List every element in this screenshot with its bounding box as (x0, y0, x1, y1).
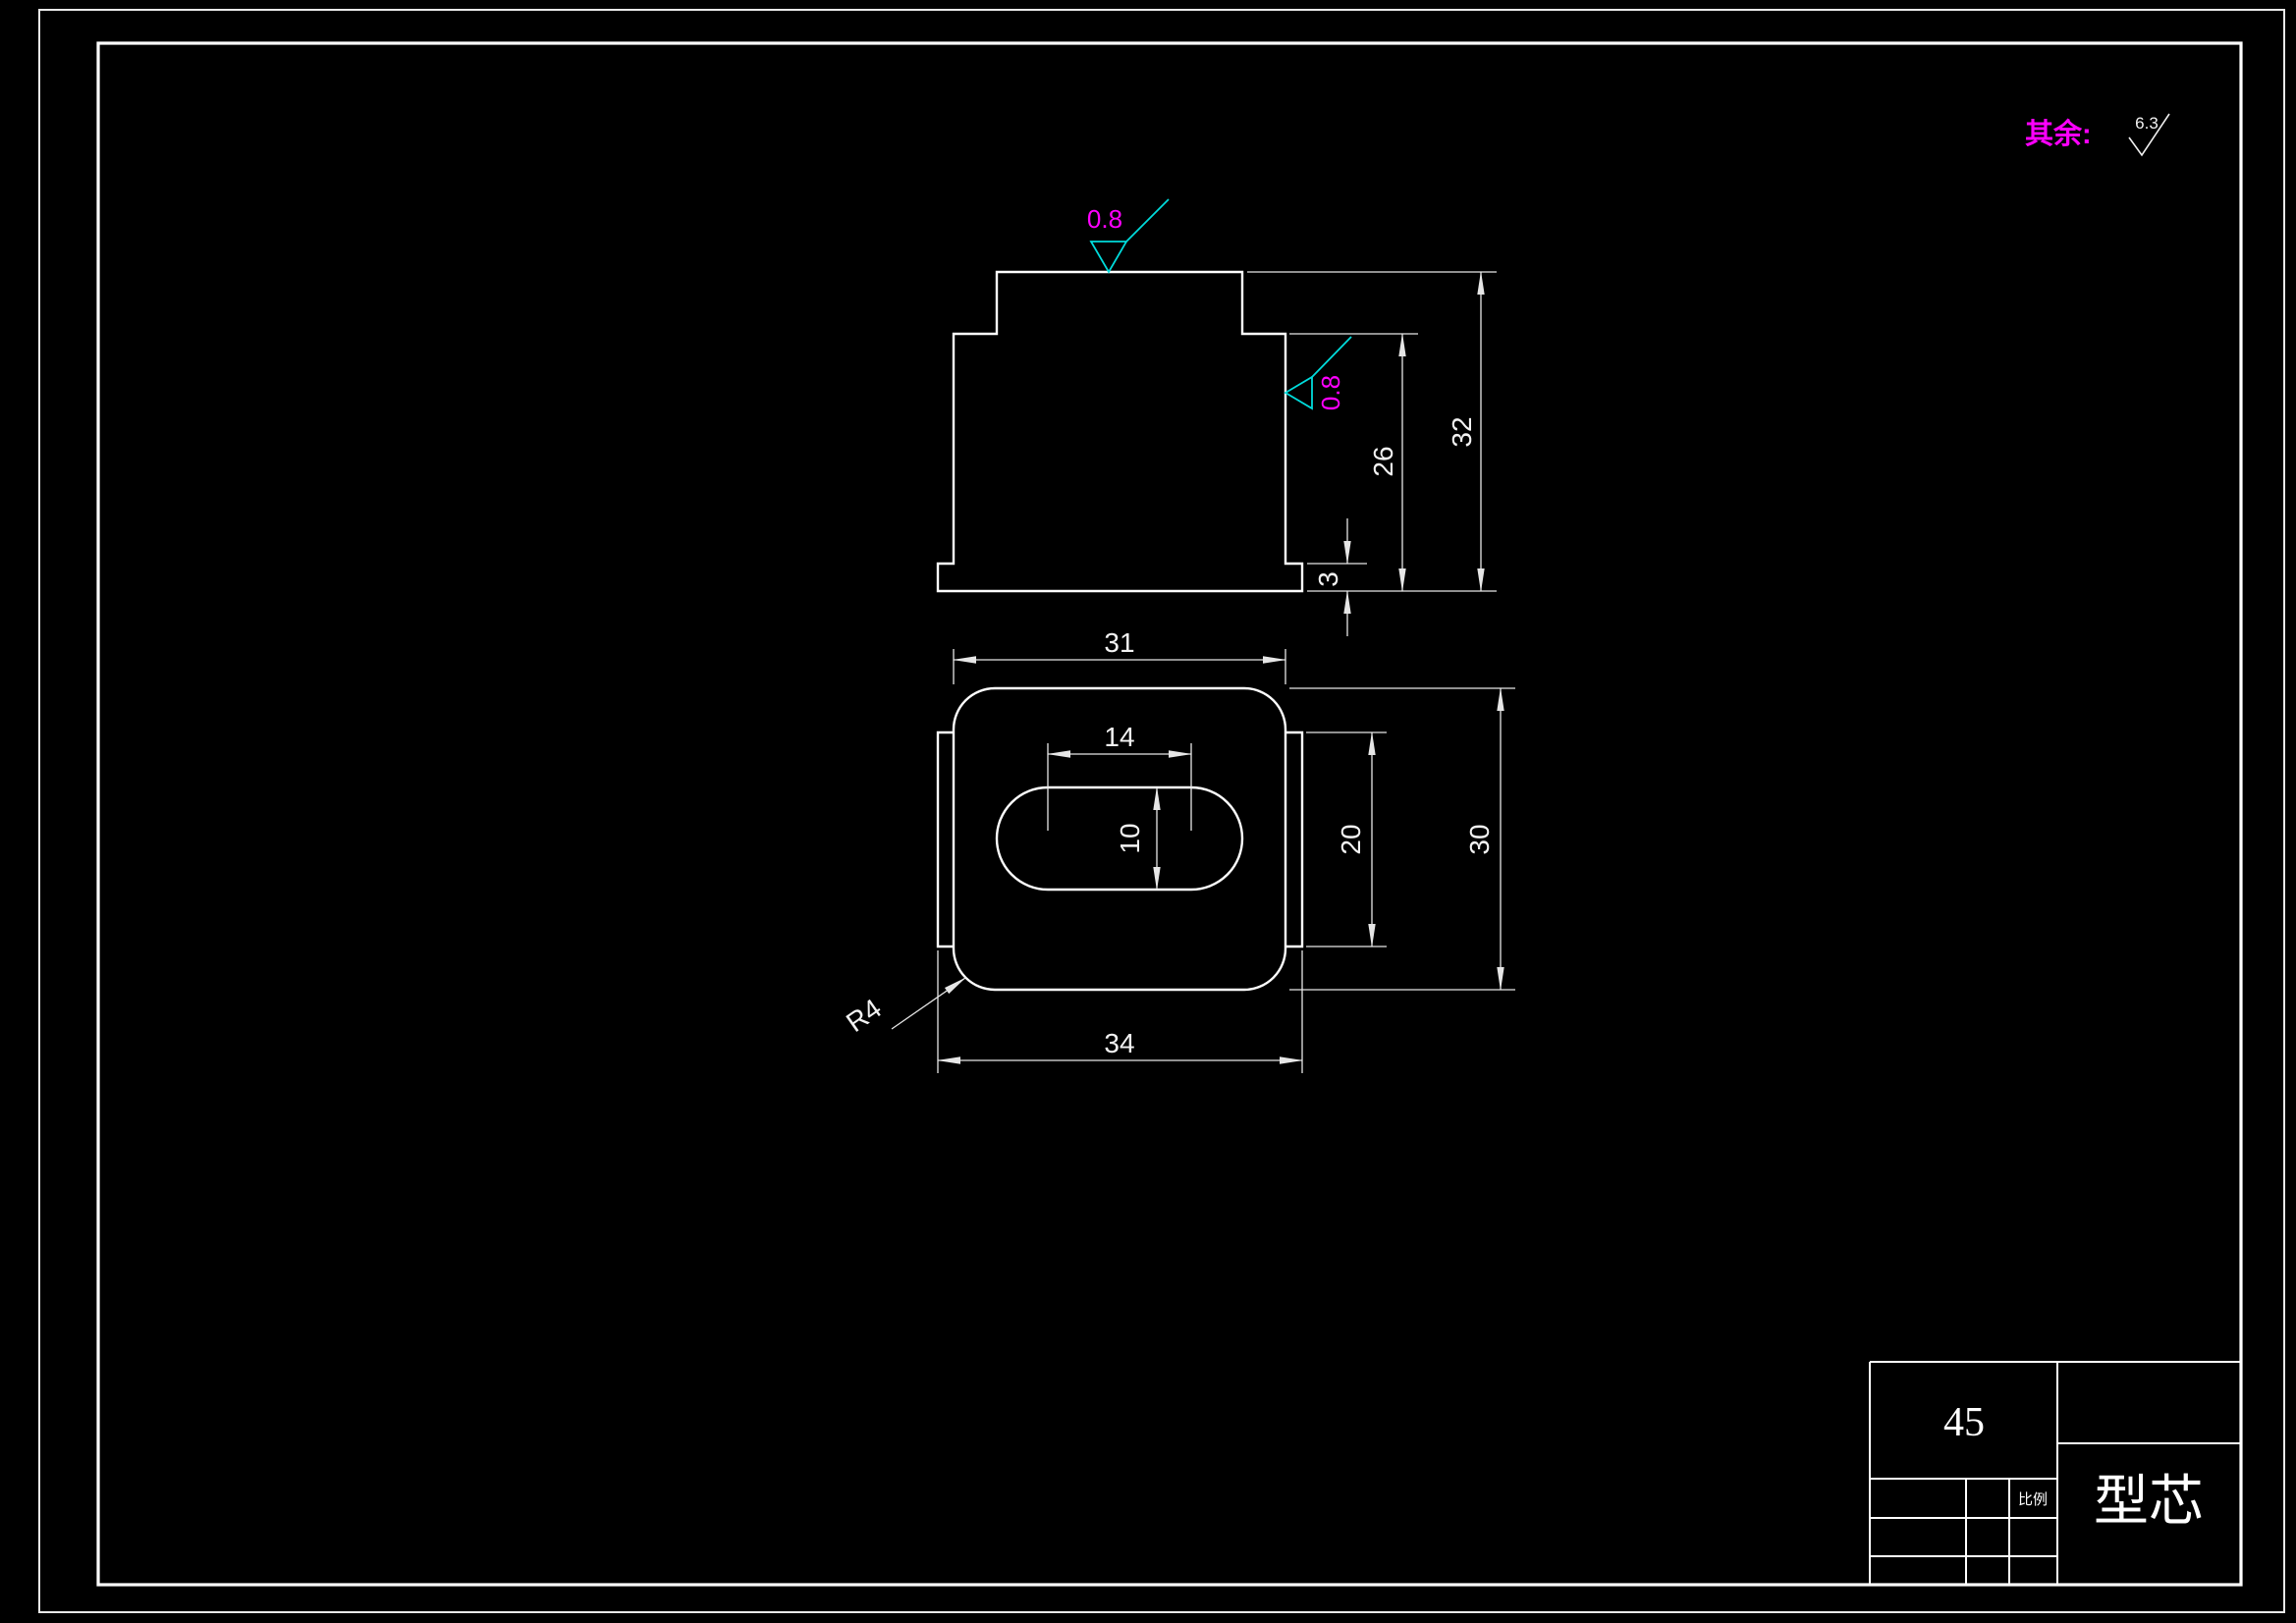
dim-value: 31 (1104, 627, 1134, 658)
surface-roughness-icon (1089, 241, 1128, 274)
roughness-tail (1311, 336, 1352, 378)
dim-body-height-top: 30 (1289, 687, 1515, 991)
roughness-side: 0.8 (1284, 336, 1352, 410)
note-roughness-value: 6.3 (2135, 114, 2159, 133)
sheet-inner-frame (96, 41, 2243, 1587)
roughness-tail (1125, 198, 1170, 243)
front-view-outline (936, 270, 1304, 593)
roughness-top: 0.8 (1087, 198, 1170, 274)
part-name: 型芯 (2094, 1472, 2204, 1533)
dim-slot-length: 14 (1047, 722, 1192, 831)
roughness-value-top: 0.8 (1087, 204, 1122, 234)
sheet-outer-border (38, 9, 2285, 1613)
top-view-body (952, 686, 1287, 992)
slot-boss (995, 785, 1244, 892)
dim-value: R4 (841, 993, 887, 1038)
dim-body-height-front: 26 (1289, 333, 1418, 592)
dim-body-width: 31 (953, 627, 1286, 684)
dim-tab-height: 20 (1306, 731, 1387, 947)
surface-roughness-icon (2128, 113, 2170, 157)
dim-value: 14 (1104, 722, 1134, 752)
dim-value: 10 (1115, 823, 1145, 853)
right-tab (1285, 730, 1304, 948)
dim-value: 3 (1313, 571, 1343, 587)
dim-value: 26 (1368, 446, 1398, 476)
dim-value: 30 (1464, 824, 1495, 854)
dim-value: 32 (1447, 416, 1477, 447)
left-tab (936, 730, 954, 948)
title-block: 45 型芯 比例 (1869, 1361, 2241, 1585)
scale-label: 比例 (2018, 1491, 2048, 1508)
dim-corner-radius: R4 (841, 977, 966, 1038)
dim-overall-width: 34 (937, 950, 1303, 1073)
general-roughness-note: 其余: 6.3 (2025, 113, 2170, 157)
dim-flange-thickness: 3 (1307, 518, 1367, 636)
top-view: 31 14 10 20 30 (841, 627, 1515, 1073)
dim-value: 34 (1104, 1028, 1134, 1058)
front-view: 0.8 0.8 32 26 3 (936, 198, 1497, 636)
roughness-value-side: 0.8 (1316, 375, 1345, 410)
surface-roughness-icon (1284, 375, 1313, 410)
material-spec: 45 (1943, 1400, 1985, 1445)
dim-slot-width: 10 (1115, 786, 1161, 891)
dim-value: 20 (1336, 824, 1366, 854)
dim-total-height: 32 (1247, 271, 1497, 592)
note-label: 其余: (2025, 117, 2092, 150)
